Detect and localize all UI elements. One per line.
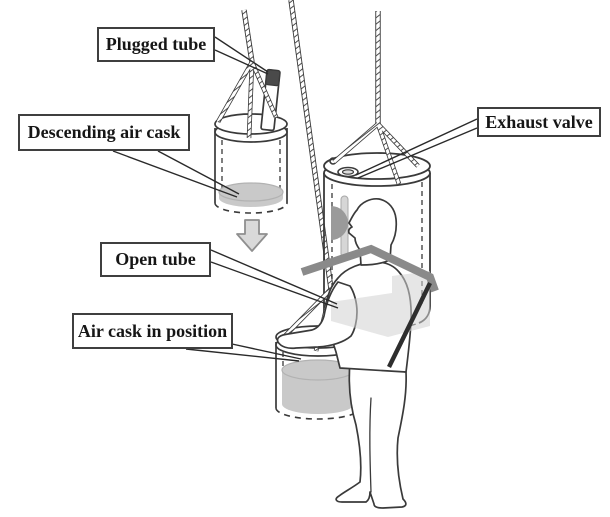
pointer-exhaust-valve bbox=[355, 118, 478, 179]
rope-descending-cask bbox=[241, 9, 255, 63]
label-exhaust-valve: Exhaust valve bbox=[477, 107, 601, 137]
callout-pointers bbox=[112, 36, 478, 362]
diver-figure bbox=[276, 198, 413, 509]
ballast-strap bbox=[387, 282, 432, 368]
diver-legs bbox=[335, 361, 408, 509]
bridle-diving-bell bbox=[332, 122, 420, 185]
label-plugged-tube: Plugged tube bbox=[97, 27, 215, 62]
pointer-descending-cask bbox=[112, 150, 240, 198]
water-lower bbox=[282, 360, 354, 414]
label-open-tube: Open tube bbox=[100, 242, 211, 277]
descent-arrow bbox=[236, 219, 268, 252]
pointer-plugged-tube bbox=[214, 36, 269, 75]
exhaust-valve bbox=[337, 166, 359, 178]
bridle-descending-cask bbox=[215, 60, 279, 139]
shoulder-strap bbox=[300, 244, 439, 293]
wall-half-disc bbox=[331, 206, 348, 240]
pointer-air-cask-position bbox=[185, 343, 302, 362]
rope-lower-cask bbox=[288, 0, 334, 290]
bell-water-shading bbox=[331, 271, 430, 337]
tube-plug-cap bbox=[265, 69, 281, 87]
water-descending bbox=[219, 183, 283, 207]
label-descending-air-cask: Descending air cask bbox=[18, 114, 190, 151]
label-air-cask-in-position: Air cask in position bbox=[72, 313, 233, 349]
pointer-open-tube bbox=[210, 249, 339, 309]
harness bbox=[300, 244, 439, 368]
